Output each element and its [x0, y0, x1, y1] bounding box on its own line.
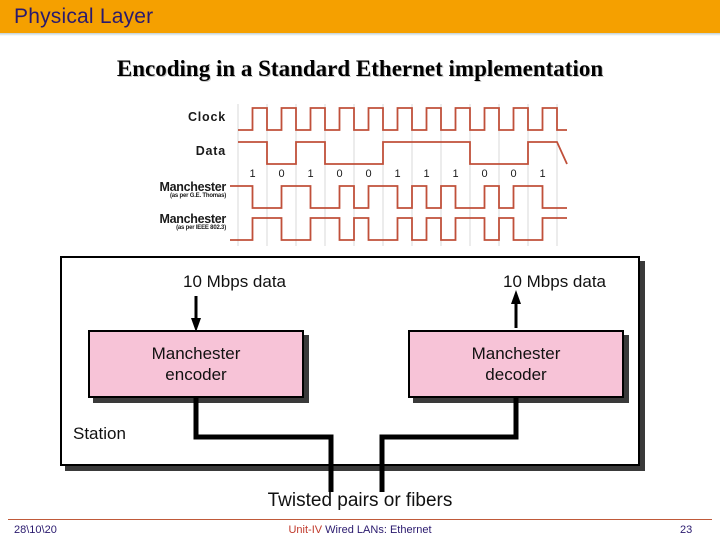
rate-label-transmit: 10 Mbps data	[183, 272, 287, 291]
svg-text:1: 1	[307, 168, 313, 180]
manchester-encoder-box: Manchester encoder	[88, 330, 304, 398]
waveform-label-data-text: Data	[195, 144, 226, 158]
footer-divider	[8, 519, 712, 520]
clock-waveform-trace	[238, 107, 567, 131]
footer-unit-label: Unit-IV	[288, 524, 323, 536]
svg-text:1: 1	[539, 168, 545, 180]
waveform-sublabel-manchester-ieee: (as per IEEE 802.3)	[176, 225, 226, 231]
footer-page-number: 23	[680, 524, 693, 536]
station-label: Station	[73, 424, 126, 443]
manchester-decoder-box: Manchester decoder	[408, 330, 624, 398]
encoding-waveform-figure: Clock Data Manchester (as per G.E. Thoma…	[120, 100, 590, 252]
svg-text:1: 1	[452, 168, 458, 180]
page-title-header: Physical Layer	[14, 5, 154, 28]
waveform-label-manchester-thomas: Manchester (as per G.E. Thomas)	[120, 180, 227, 199]
footer-subject-line: Unit-IV Wired LANs: Ethernet	[0, 524, 720, 536]
waveform-label-manchester-ieee: Manchester (as per IEEE 802.3)	[120, 212, 227, 231]
encoder-label-line1: Manchester	[151, 343, 241, 363]
svg-text:1: 1	[394, 168, 400, 180]
data-waveform-trace	[238, 141, 568, 165]
waveform-label-manchester-thomas-text: Manchester	[159, 180, 227, 194]
footer-subject-label: Wired LANs: Ethernet	[322, 524, 432, 536]
waveform-label-clock-text: Clock	[187, 110, 226, 124]
rate-label-receive: 10 Mbps data	[503, 272, 607, 291]
transmission-medium-label: Twisted pairs or fibers	[267, 490, 453, 511]
waveform-label-data: Data	[120, 144, 226, 158]
svg-text:1: 1	[249, 168, 255, 180]
svg-text:0: 0	[510, 168, 516, 180]
svg-text:0: 0	[336, 168, 342, 180]
decoder-label-line1: Manchester	[471, 343, 561, 363]
header-bar	[0, 0, 720, 33]
bit-value-labels: 1 0 1 0 0 1 1 1 0 0 1	[249, 168, 545, 180]
manchester-thomas-waveform-trace	[230, 185, 567, 209]
waveform-label-clock: Clock	[120, 110, 226, 124]
waveform-label-manchester-ieee-text: Manchester	[159, 212, 227, 226]
slide-title: Encoding in a Standard Ethernet implemen…	[116, 56, 604, 81]
waveform-sublabel-manchester-thomas: (as per G.E. Thomas)	[169, 193, 226, 199]
svg-text:0: 0	[278, 168, 284, 180]
station-block-diagram: 10 Mbps data 10 Mbps data Manchester enc…	[55, 252, 655, 492]
header-shadow-divider	[0, 33, 720, 36]
encoder-label-line2: encoder	[165, 365, 227, 384]
svg-text:0: 0	[365, 168, 371, 180]
decoder-label-line2: decoder	[485, 365, 547, 384]
footer-date: 28\10\20	[14, 524, 57, 536]
manchester-ieee-waveform-trace	[230, 217, 567, 241]
svg-text:1: 1	[423, 168, 429, 180]
waveform-traces: 1 0 1 0 0 1 1 1 0 0 1	[230, 104, 568, 246]
svg-text:0: 0	[481, 168, 487, 180]
